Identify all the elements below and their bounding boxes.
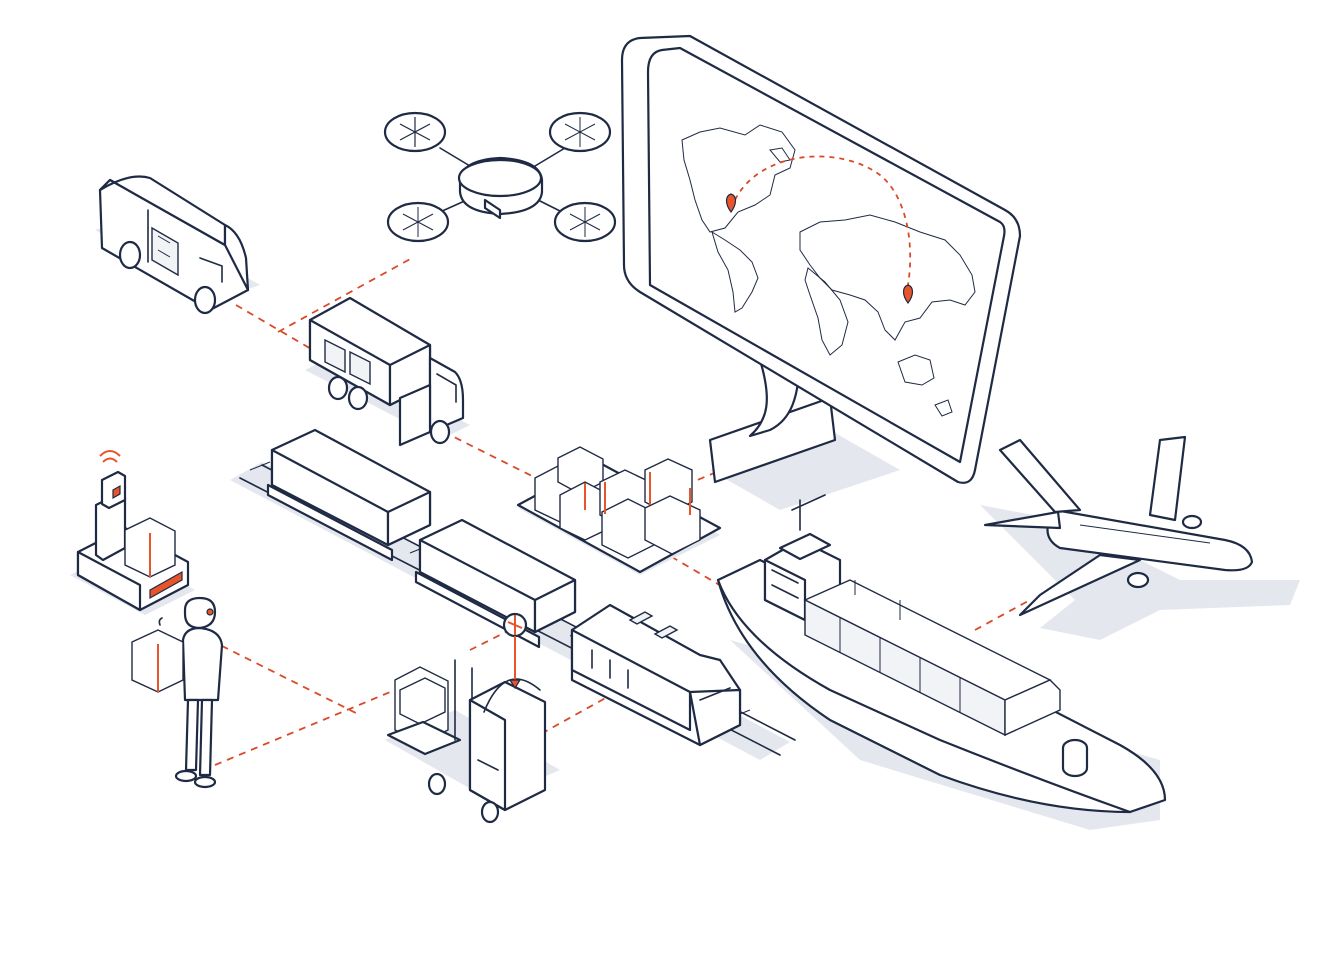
route-pin-origin [725,193,737,214]
route-arc [734,155,911,286]
cargo-ship [716,494,1167,830]
airplane [980,435,1300,640]
forklift [385,612,560,824]
delivery-robot [70,450,195,615]
pallet-boxes [516,446,722,575]
freight-train [230,428,796,760]
computer-monitor [620,34,1022,510]
delivery-van [95,175,260,315]
drone [383,111,617,243]
route-pin-destination [902,284,914,305]
box-truck [305,296,470,447]
humanoid-robot [131,596,224,789]
